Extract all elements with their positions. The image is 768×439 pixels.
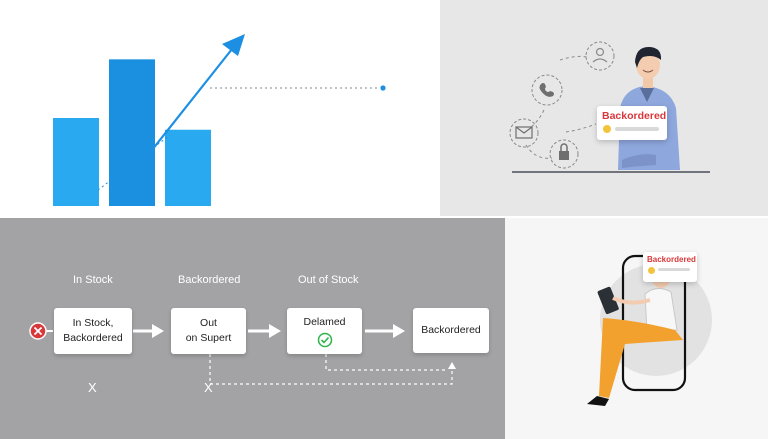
flow-box-line: Backordered [421, 324, 481, 336]
x-mark-left: X [88, 380, 97, 395]
backordered-badge: Backordered [643, 252, 697, 282]
arrow-right-icon [365, 324, 405, 338]
dashed-return-path [325, 354, 448, 371]
error-x-icon [29, 322, 47, 340]
phone-user-panel: Backordered [505, 218, 768, 439]
stock-status-flow-panel: In Stock Backordered Out of Stock In Sto… [0, 218, 505, 439]
flow-box-in-stock: In Stock, Backordered [54, 308, 132, 354]
arrow-right-icon [248, 324, 281, 338]
tablet-device [597, 286, 619, 315]
flow-box-line: on Supert [185, 332, 232, 344]
mail-icon [509, 118, 539, 148]
guide-endpoint-dot [380, 85, 386, 91]
x-mark-middle: X [204, 380, 213, 395]
warning-emoji-icon [603, 125, 611, 133]
arrow-right-icon [133, 324, 164, 338]
lock-icon [549, 139, 579, 169]
warning-emoji-icon [648, 267, 655, 274]
flow-box-line: Delamed [303, 315, 346, 328]
badge-placeholder-bar [615, 127, 659, 131]
badge-placeholder-bar [658, 268, 690, 271]
badge-text: Backordered [602, 110, 667, 122]
header-in-stock: In Stock [73, 274, 113, 286]
check-circle-icon [317, 332, 332, 347]
flow-box-line: In Stock, [72, 317, 114, 329]
customer-illustration-panel: Backordered [440, 0, 768, 216]
bar-chart-panel [0, 0, 440, 216]
flow-connectors [29, 322, 456, 385]
flow-box-out: Out on Supert [171, 308, 246, 354]
flow-box-line: Backordered [63, 332, 123, 344]
bar-chart [53, 34, 386, 207]
connector-line [559, 55, 588, 61]
flow-box-delamed: Delamed [287, 308, 362, 354]
bar-1 [53, 118, 99, 206]
connector-line [525, 144, 553, 159]
user-icon [585, 41, 615, 71]
phone-icon [531, 74, 563, 106]
connector-line [565, 123, 597, 133]
flow-box-line: Out [200, 317, 217, 329]
flow-box-backordered: Backordered [413, 308, 489, 353]
bar-2 [109, 59, 155, 207]
bar-3 [165, 129, 211, 206]
header-out-of-stock: Out of Stock [298, 274, 359, 286]
badge-text: Backordered [647, 255, 696, 264]
header-backordered: Backordered [178, 274, 241, 286]
trend-arrow-line [151, 43, 237, 151]
dashed-return-path [209, 354, 453, 385]
trend-arrow-head-icon [222, 34, 245, 56]
backordered-badge: Backordered [597, 106, 667, 140]
phone-user-illustration [587, 254, 712, 406]
connector-line [529, 109, 545, 129]
arrow-up-icon [448, 362, 456, 369]
